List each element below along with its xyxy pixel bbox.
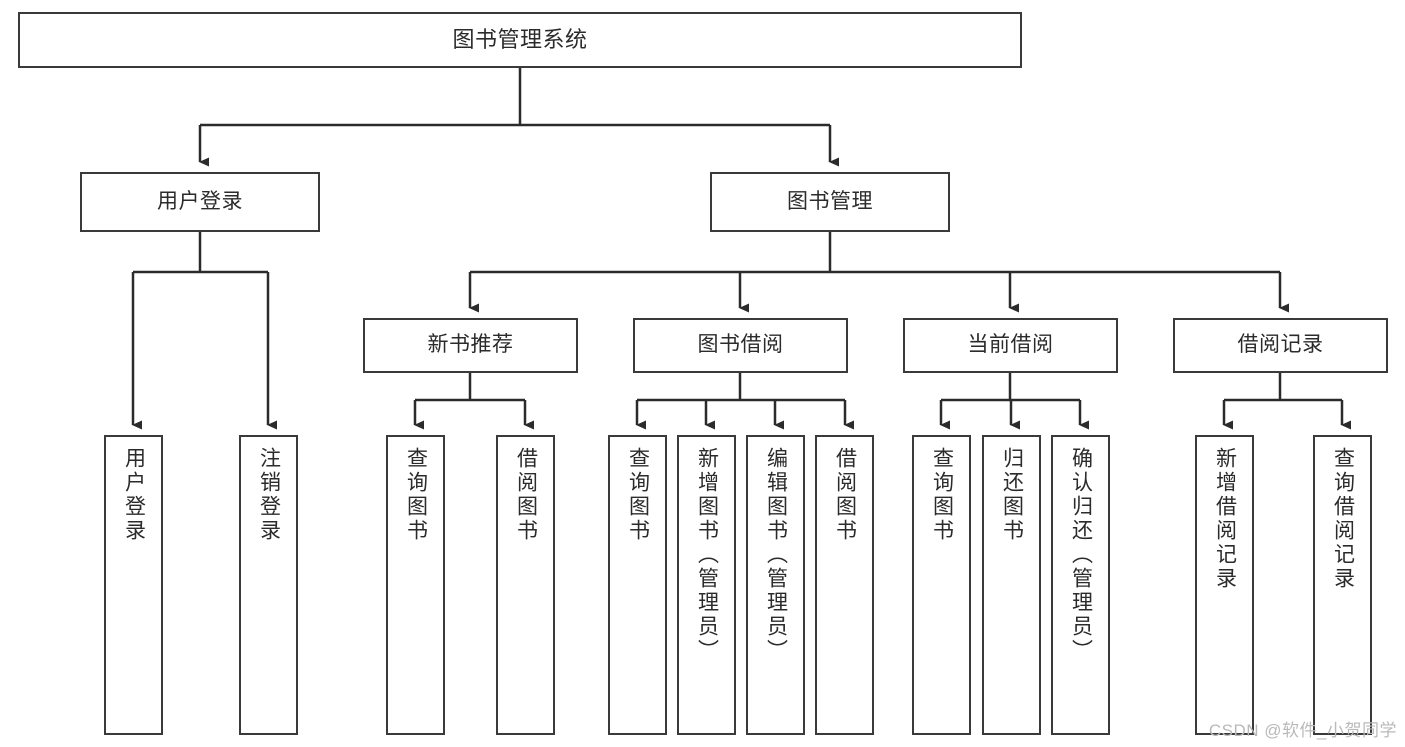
node-label: 查询图书 <box>930 447 954 543</box>
node-label: 借阅图书 <box>833 447 857 543</box>
node-label: 图书管理系统 <box>452 27 588 53</box>
node-label: 借阅图书 <box>514 447 538 543</box>
node-new-book-recommendation[interactable]: 新书推荐 <box>363 318 578 373</box>
node-label: 当前借阅 <box>967 333 1054 357</box>
node-borrowing-record[interactable]: 借阅记录 <box>1173 318 1388 373</box>
node-label: 图书管理 <box>787 189 873 213</box>
node-label: 用户登录 <box>157 189 243 213</box>
node-label: 查询借阅记录 <box>1331 447 1355 591</box>
node-label: 确认归还（管理员） <box>1069 447 1093 663</box>
node-leaf-current-return[interactable]: 归还图书 <box>982 435 1041 735</box>
node-label: 新增借阅记录 <box>1213 447 1237 591</box>
node-label: 图书借阅 <box>697 333 784 357</box>
node-leaf-current-confirm-return-admin[interactable]: 确认归还（管理员） <box>1051 435 1110 735</box>
node-leaf-user-login-signout[interactable]: 注销登录 <box>239 435 298 735</box>
node-root-book-management-system[interactable]: 图书管理系统 <box>18 12 1022 68</box>
node-leaf-borrow-borrow[interactable]: 借阅图书 <box>815 435 874 735</box>
node-leaf-borrow-add-admin[interactable]: 新增图书（管理员） <box>677 435 736 735</box>
node-leaf-user-login-signin[interactable]: 用户登录 <box>104 435 163 735</box>
node-label: 新增图书（管理员） <box>695 447 719 663</box>
node-label: 新书推荐 <box>427 333 514 357</box>
node-leaf-newbook-borrow[interactable]: 借阅图书 <box>496 435 555 735</box>
node-label: 用户登录 <box>122 447 146 543</box>
node-label: 借阅记录 <box>1237 333 1324 357</box>
node-leaf-borrow-query[interactable]: 查询图书 <box>608 435 667 735</box>
node-label: 编辑图书（管理员） <box>764 447 788 663</box>
node-label: 归还图书 <box>1000 447 1024 543</box>
node-leaf-record-add[interactable]: 新增借阅记录 <box>1195 435 1254 735</box>
node-label: 注销登录 <box>257 447 281 543</box>
node-label: 查询图书 <box>404 447 428 543</box>
node-leaf-current-query[interactable]: 查询图书 <box>912 435 971 735</box>
node-leaf-record-query[interactable]: 查询借阅记录 <box>1313 435 1372 735</box>
node-label: 查询图书 <box>626 447 650 543</box>
node-current-borrowing[interactable]: 当前借阅 <box>903 318 1118 373</box>
node-leaf-borrow-edit-admin[interactable]: 编辑图书（管理员） <box>746 435 805 735</box>
node-leaf-newbook-query[interactable]: 查询图书 <box>386 435 445 735</box>
node-book-management[interactable]: 图书管理 <box>710 172 950 232</box>
node-user-login[interactable]: 用户登录 <box>80 172 320 232</box>
node-book-borrowing[interactable]: 图书借阅 <box>633 318 848 373</box>
